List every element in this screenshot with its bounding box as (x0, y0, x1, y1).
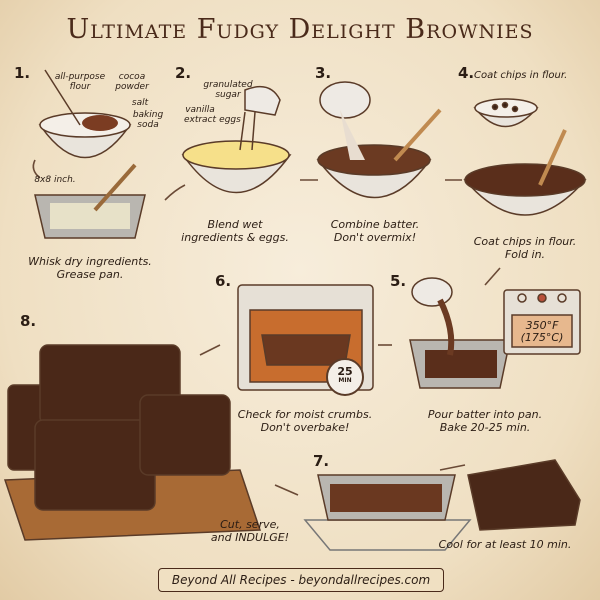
caption-line: Blend wet (207, 218, 263, 231)
label-cocoa: cocoa powder (115, 72, 149, 92)
step-7-caption: Cool for at least 10 min. (438, 538, 572, 551)
caption-line: Whisk dry ingredients. (28, 255, 152, 268)
label-sugar: granulated sugar (203, 80, 253, 100)
caption-line: Don't overmix! (333, 231, 417, 244)
combine-batter-bowl (316, 81, 442, 199)
step-5-caption: Pour batter into pan.Bake 20-25 min. (410, 408, 560, 434)
footer-banner: Beyond All Recipes - beyondallrecipes.co… (158, 568, 444, 592)
caption-line: Coat chips in flour. (473, 235, 577, 248)
step-4-heading: Coat chips in flour. (474, 70, 568, 81)
greased-pan (34, 163, 146, 239)
label-salt: salt (131, 98, 149, 108)
dry-ingredients-bowl (38, 69, 132, 159)
label-baking-soda: baking soda (132, 110, 164, 130)
caption-line: Combine batter. (330, 218, 420, 231)
pour-pan (409, 277, 511, 389)
timer-unit: MIN (338, 377, 352, 384)
chips-bowl (473, 98, 539, 128)
step-8-number: 8. (20, 312, 37, 330)
step-8-caption: Cut, serve,and INDULGE! (200, 518, 300, 544)
oven-small (503, 289, 581, 355)
step-6-number: 6. (215, 272, 232, 290)
caption-line: Cut, serve, (220, 518, 280, 531)
step-4-number: 4. (458, 64, 475, 82)
step-1-caption: Whisk dry ingredients.Grease pan. (15, 255, 165, 281)
brownie-stack (3, 344, 262, 541)
cooling-pan (303, 474, 472, 551)
step-1-number: 1. (14, 64, 31, 82)
page-title: Ultimate Fudgy Delight Brownies (66, 14, 534, 45)
label-vanilla: vanilla extract (183, 105, 217, 125)
caption-line: Check for moist crumbs. (237, 408, 373, 421)
flow-arrows (32, 159, 501, 496)
temp-f: 350°F (525, 319, 559, 332)
label-pan-size: 8x8 inch. (34, 175, 76, 185)
caption-line: Grease pan. (56, 268, 124, 281)
step-6-caption: Check for moist crumbs.Don't overbake! (225, 408, 385, 434)
caption-line: Don't overbake! (260, 421, 350, 434)
caption-line: Pour batter into pan. (427, 408, 543, 421)
step-3-caption: Combine batter.Don't overmix! (315, 218, 435, 244)
label-flour: all-purpose flour (54, 72, 106, 92)
step-4-caption: Coat chips in flour.Fold in. (455, 235, 595, 261)
temp-c: (175°C) (520, 331, 564, 344)
caption-line: and INDULGE! (210, 531, 290, 544)
caption-line: ingredients & eggs. (181, 231, 289, 244)
step-3-number: 3. (315, 64, 332, 82)
caption-line: Bake 20-25 min. (439, 421, 531, 434)
fold-bowl (463, 129, 587, 216)
label-eggs: eggs (219, 115, 241, 125)
timer-minutes: 25 (337, 365, 353, 378)
oven-large (237, 284, 374, 396)
oven-temperature: 350°F(175°C) (512, 320, 572, 344)
wet-ingredients-bowl (181, 85, 292, 194)
step-2-number: 2. (175, 64, 192, 82)
caption-line: Fold in. (504, 248, 546, 261)
step-7-number: 7. (313, 452, 330, 470)
brownie-square (467, 459, 581, 531)
step-5-number: 5. (390, 272, 407, 290)
